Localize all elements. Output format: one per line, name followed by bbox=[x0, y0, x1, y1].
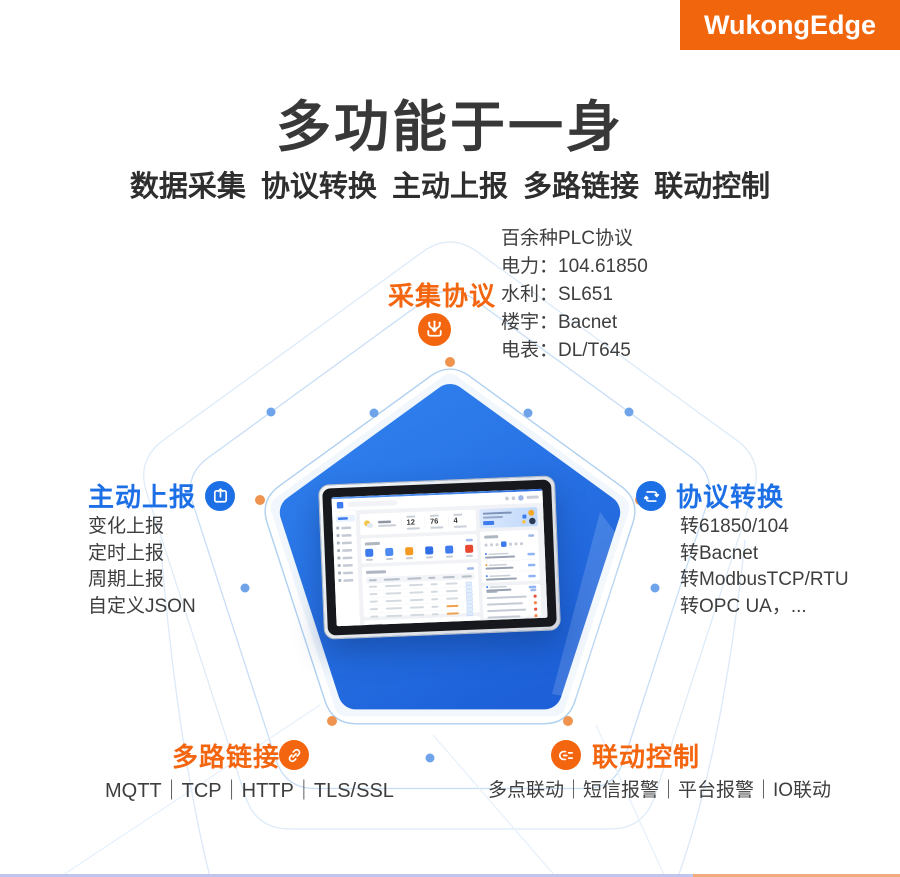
feature-multilink-label: 多路链接 bbox=[172, 742, 281, 772]
list-item: 楼宇：Bacnet bbox=[501, 312, 618, 333]
upload-tray-icon bbox=[205, 481, 235, 511]
dashboard-screenshot: 12 76 bbox=[331, 488, 548, 627]
app-icon bbox=[365, 548, 374, 561]
weather-text bbox=[377, 520, 397, 527]
feature-collect-list: 百余种PLC协议 电力：104.61850 水利：SL651 楼宇：Bacnet… bbox=[501, 225, 648, 365]
app-icon bbox=[465, 544, 474, 557]
log-row bbox=[487, 607, 538, 613]
log-row bbox=[486, 594, 537, 600]
swoosh-line bbox=[159, 539, 211, 877]
swoosh-line bbox=[677, 539, 746, 877]
list-item: 电表：DL/T645 bbox=[501, 340, 631, 361]
fullscreen-icon bbox=[511, 496, 516, 500]
outline-pentagon-mid bbox=[189, 290, 711, 790]
stat-points: 76 bbox=[429, 514, 444, 529]
pentagon-highlight bbox=[552, 512, 643, 700]
welcome-card: 12 76 bbox=[359, 509, 477, 536]
banner-button bbox=[483, 520, 495, 526]
sidebar-item bbox=[337, 556, 354, 560]
list-item: 自定义JSON bbox=[88, 595, 196, 617]
list-item: 定时上报 bbox=[88, 542, 165, 564]
list-item: 转OPC UA，... bbox=[680, 595, 807, 617]
brand-badge: WukongEdge bbox=[680, 0, 900, 50]
swoosh-line bbox=[595, 724, 666, 877]
feature-linkage-line: 多点联动｜短信报警｜平台报警｜IO联动 bbox=[488, 780, 832, 801]
quick-apps-card bbox=[360, 533, 478, 564]
detail-link bbox=[527, 563, 536, 567]
sidebar-item bbox=[336, 541, 354, 545]
product-tablet: 12 76 bbox=[317, 475, 562, 640]
dashboard-search bbox=[347, 500, 398, 508]
decor-dots bbox=[240, 357, 660, 763]
sidebar-item bbox=[336, 526, 353, 530]
sidebar-item bbox=[336, 533, 353, 538]
swoosh-line bbox=[59, 704, 321, 877]
list-item: 百余种PLC协议 bbox=[501, 228, 633, 249]
list-item: 转61850/104 bbox=[680, 516, 789, 537]
collector-tray-icon bbox=[418, 313, 451, 346]
list-item: 转Bacnet bbox=[680, 542, 759, 564]
outline-pentagon-outer bbox=[143, 241, 757, 830]
bottom-divider-left bbox=[0, 874, 693, 877]
feature-report-list: 变化上报 定时上报 周期上报 自定义JSON bbox=[88, 514, 196, 620]
list-item: 电力：104.61850 bbox=[501, 256, 648, 277]
feature-report-label: 主动上报 bbox=[88, 482, 197, 512]
avatar bbox=[518, 494, 524, 501]
page-title: 多功能于一身 bbox=[275, 96, 624, 158]
outline-pentagon-inner bbox=[264, 368, 636, 725]
username-text bbox=[526, 495, 539, 499]
list-item: 周期上报 bbox=[88, 569, 165, 590]
promo-banner bbox=[479, 507, 538, 529]
list-item: 转ModbusTCP/RTU bbox=[680, 569, 849, 590]
schedule-card bbox=[480, 529, 541, 595]
swoosh-line bbox=[432, 734, 557, 877]
app-icon bbox=[425, 546, 434, 559]
sidebar-item bbox=[338, 578, 355, 583]
weather-icon bbox=[363, 520, 374, 528]
detail-link bbox=[528, 574, 536, 578]
list-item: 水利：SL651 bbox=[501, 284, 613, 305]
detail-link bbox=[527, 552, 535, 556]
feature-convert-label: 协议转换 bbox=[676, 482, 785, 512]
date-strip bbox=[484, 540, 534, 548]
page-subtitle: 数据采集 协议转换 主动上报 多路链接 联动控制 bbox=[129, 171, 771, 203]
log-row bbox=[487, 614, 538, 619]
sidebar-item bbox=[337, 563, 355, 568]
tablet-screen: 12 76 bbox=[331, 488, 548, 627]
feature-multilink-line: MQTT｜TCP｜HTTP｜TLS/SSL bbox=[105, 780, 394, 802]
chain-link-icon bbox=[279, 740, 309, 770]
bottom-divider-right bbox=[693, 874, 900, 877]
feature-convert-list: 转61850/104 转Bacnet 转ModbusTCP/RTU 转OPC U… bbox=[680, 514, 849, 620]
log-row bbox=[486, 601, 537, 606]
dashboard-topbar-right bbox=[505, 494, 539, 501]
feature-collect-label: 采集协议 bbox=[388, 281, 497, 311]
sidebar-item bbox=[337, 548, 354, 553]
dashboard-logo bbox=[336, 501, 344, 509]
feature-linkage-label: 联动控制 bbox=[592, 742, 701, 772]
device-table-card bbox=[361, 562, 480, 627]
detail-link bbox=[528, 585, 537, 589]
stat-devices: 12 bbox=[406, 515, 420, 530]
app-icon bbox=[445, 545, 454, 558]
stat-alarms: 4 bbox=[453, 513, 467, 528]
sync-loop-icon bbox=[636, 481, 666, 511]
app-icon bbox=[405, 547, 414, 560]
date-selected bbox=[500, 541, 507, 548]
schedule-item bbox=[486, 581, 537, 595]
sidebar-item bbox=[337, 571, 355, 575]
sidebar-item-active bbox=[335, 514, 355, 523]
app-icon bbox=[385, 547, 394, 561]
bell-icon bbox=[505, 496, 509, 501]
linkage-list-icon bbox=[551, 740, 581, 770]
list-item: 变化上报 bbox=[88, 516, 165, 537]
